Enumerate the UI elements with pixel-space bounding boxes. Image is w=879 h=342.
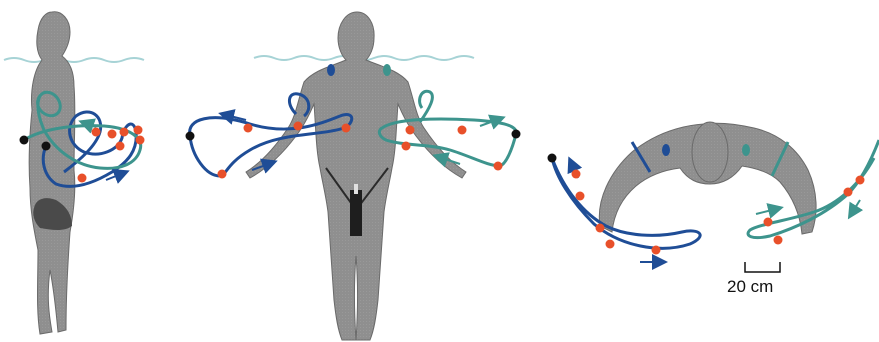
start-marker	[512, 130, 521, 139]
event-marker	[774, 236, 783, 245]
teal-arrow-top	[850, 200, 860, 216]
event-marker	[294, 122, 303, 131]
event-marker	[652, 246, 661, 255]
event-marker	[218, 170, 227, 179]
start-marker	[42, 142, 51, 151]
event-marker	[244, 124, 253, 133]
event-marker	[576, 192, 585, 201]
event-marker	[342, 124, 351, 133]
teal-arrow-top	[756, 208, 780, 214]
event-marker	[402, 142, 411, 151]
event-marker	[406, 126, 415, 135]
start-marker	[186, 132, 195, 141]
right-arm-loop-front	[420, 91, 433, 122]
safety-cord-top	[354, 184, 358, 194]
event-marker	[120, 128, 129, 137]
event-marker	[856, 176, 865, 185]
event-marker	[494, 162, 503, 171]
event-marker	[78, 174, 87, 183]
scale-bar-label: 20 cm	[727, 278, 773, 295]
event-marker	[134, 126, 143, 135]
event-marker	[108, 130, 117, 139]
event-marker	[136, 136, 145, 145]
safety-cord	[350, 190, 362, 236]
start-marker	[20, 136, 29, 145]
event-marker	[572, 170, 581, 179]
water-line	[4, 58, 144, 62]
left-shoulder-marker-top	[662, 144, 670, 156]
top-view	[548, 122, 879, 262]
body-silhouette-side	[29, 12, 75, 334]
event-marker	[844, 188, 853, 197]
left-shoulder-marker	[327, 64, 335, 76]
event-marker	[458, 126, 467, 135]
body-silhouette-front	[246, 12, 466, 340]
right-shoulder-marker	[383, 64, 391, 76]
event-marker	[606, 240, 615, 249]
event-marker	[764, 218, 773, 227]
event-marker	[596, 224, 605, 233]
side-view	[4, 12, 145, 334]
head-top-view	[692, 122, 728, 182]
event-marker	[116, 142, 125, 151]
right-shoulder-marker-top	[742, 144, 750, 156]
front-view	[186, 12, 521, 340]
scale-bar	[745, 262, 780, 272]
event-marker	[92, 128, 101, 137]
start-marker	[548, 154, 557, 163]
